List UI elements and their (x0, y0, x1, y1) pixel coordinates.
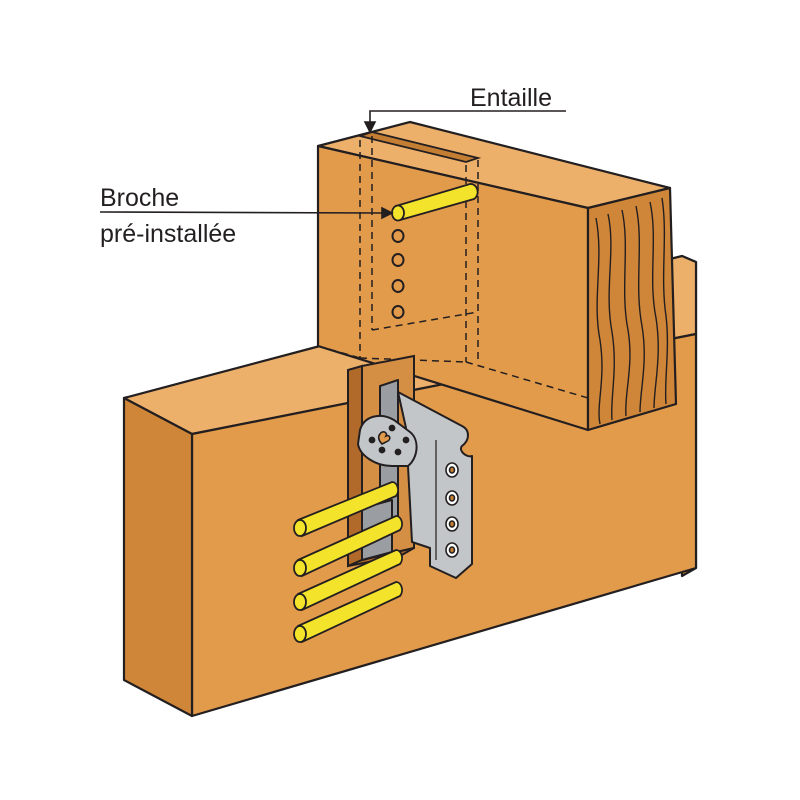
secondary-beam-end-face (586, 186, 678, 432)
dowel-pin-2 (293, 515, 403, 578)
notch-groove (356, 131, 482, 163)
preinstalled-pin (391, 183, 479, 222)
end-grain (595, 197, 669, 425)
leader-arrow-icon (363, 121, 377, 134)
dowel-pins (293, 481, 403, 644)
pin-holes (391, 229, 405, 319)
hidden-notch-lines (317, 136, 589, 399)
bracket-holes (368, 424, 459, 560)
pin-label-line-1: Broche (100, 184, 180, 212)
main-beam-end-face (122, 396, 194, 718)
leader-arrow-icon-2 (381, 206, 394, 220)
dowel-pin-4 (293, 581, 403, 644)
dowel-pin-3 (293, 549, 403, 612)
notch-label: Entaille (470, 84, 552, 112)
dowel-pin-1 (293, 481, 399, 538)
pin-label-line-2: pré-installée (100, 220, 237, 248)
callout-leaders (99, 110, 566, 220)
